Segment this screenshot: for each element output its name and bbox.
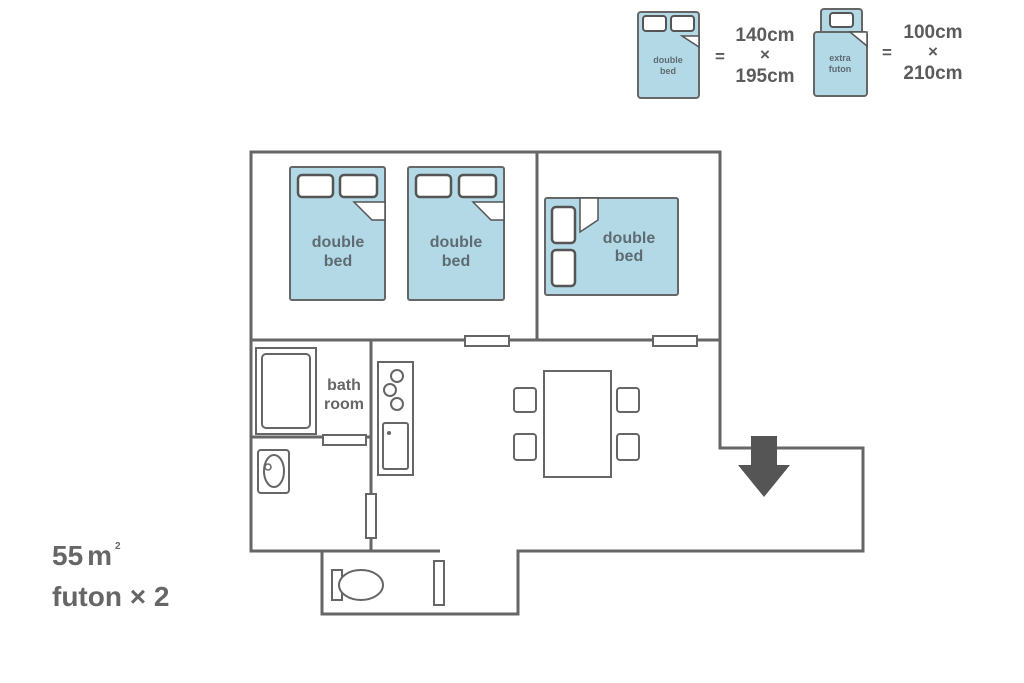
toilet (331, 569, 384, 601)
stove-burner-icon (383, 383, 397, 397)
bed-2-label-1: double (430, 234, 483, 251)
legend-double-label-2: bed (660, 66, 676, 76)
bed-3-label-1: double (603, 230, 656, 247)
kitchen-counter (377, 361, 414, 476)
bed-1-label-1: double (312, 234, 365, 251)
futon-count: futon × 2 (52, 581, 169, 612)
legend-futon-times: × (928, 42, 938, 61)
legend-double-dim-1: 140cm (735, 25, 794, 46)
bathroom-label-2: room (324, 396, 364, 413)
bed-2-label-2: bed (442, 253, 470, 270)
legend-extra-futon: extra futon = 100cm × 210cm (813, 8, 963, 97)
legend-futon-equals: = (882, 43, 892, 62)
chair (513, 433, 537, 461)
legend-double-bed-icon (637, 11, 700, 99)
kitchen-sink (382, 422, 409, 470)
legend-double-bed: double bed = 140cm × 195cm (637, 11, 795, 99)
chair (616, 387, 640, 413)
stove-burner-icon (390, 369, 404, 383)
dining-table (543, 370, 612, 478)
dining-set (513, 370, 640, 478)
chair (513, 387, 537, 413)
legend-futon-label-1: extra (829, 53, 852, 63)
legend-double-dim-2: 195cm (735, 66, 794, 87)
stove-burner-icon (390, 397, 404, 411)
legend-futon-dim-2: 210cm (903, 63, 962, 84)
outer-wall (249, 150, 865, 616)
legend-double-label-1: double (653, 55, 683, 65)
door-toilet (433, 560, 445, 606)
bed-1: double bed (289, 166, 386, 301)
door-bathroom (322, 434, 367, 446)
bathroom-label-1: bath (327, 377, 361, 394)
area-superscript: 2 (115, 541, 121, 552)
door-bedroom-1 (464, 335, 510, 347)
chair (616, 433, 640, 461)
bed-1-label-2: bed (324, 253, 352, 270)
bed-3: double bed (544, 197, 679, 296)
doors (322, 335, 698, 606)
legend-double-times: × (760, 45, 770, 64)
sink (257, 449, 290, 494)
legend-futon-dim-1: 100cm (903, 22, 962, 43)
legend-futon-icon (813, 31, 868, 97)
door-bedroom-2 (652, 335, 698, 347)
bed-3-label-2: bed (615, 248, 643, 265)
legend-double-equals: = (715, 47, 725, 66)
bed-2: double bed (407, 166, 505, 301)
entrance-arrow-icon (738, 436, 790, 497)
bathtub (255, 347, 317, 435)
legend-futon-label-2: futon (829, 64, 852, 74)
door-washroom (365, 493, 377, 539)
